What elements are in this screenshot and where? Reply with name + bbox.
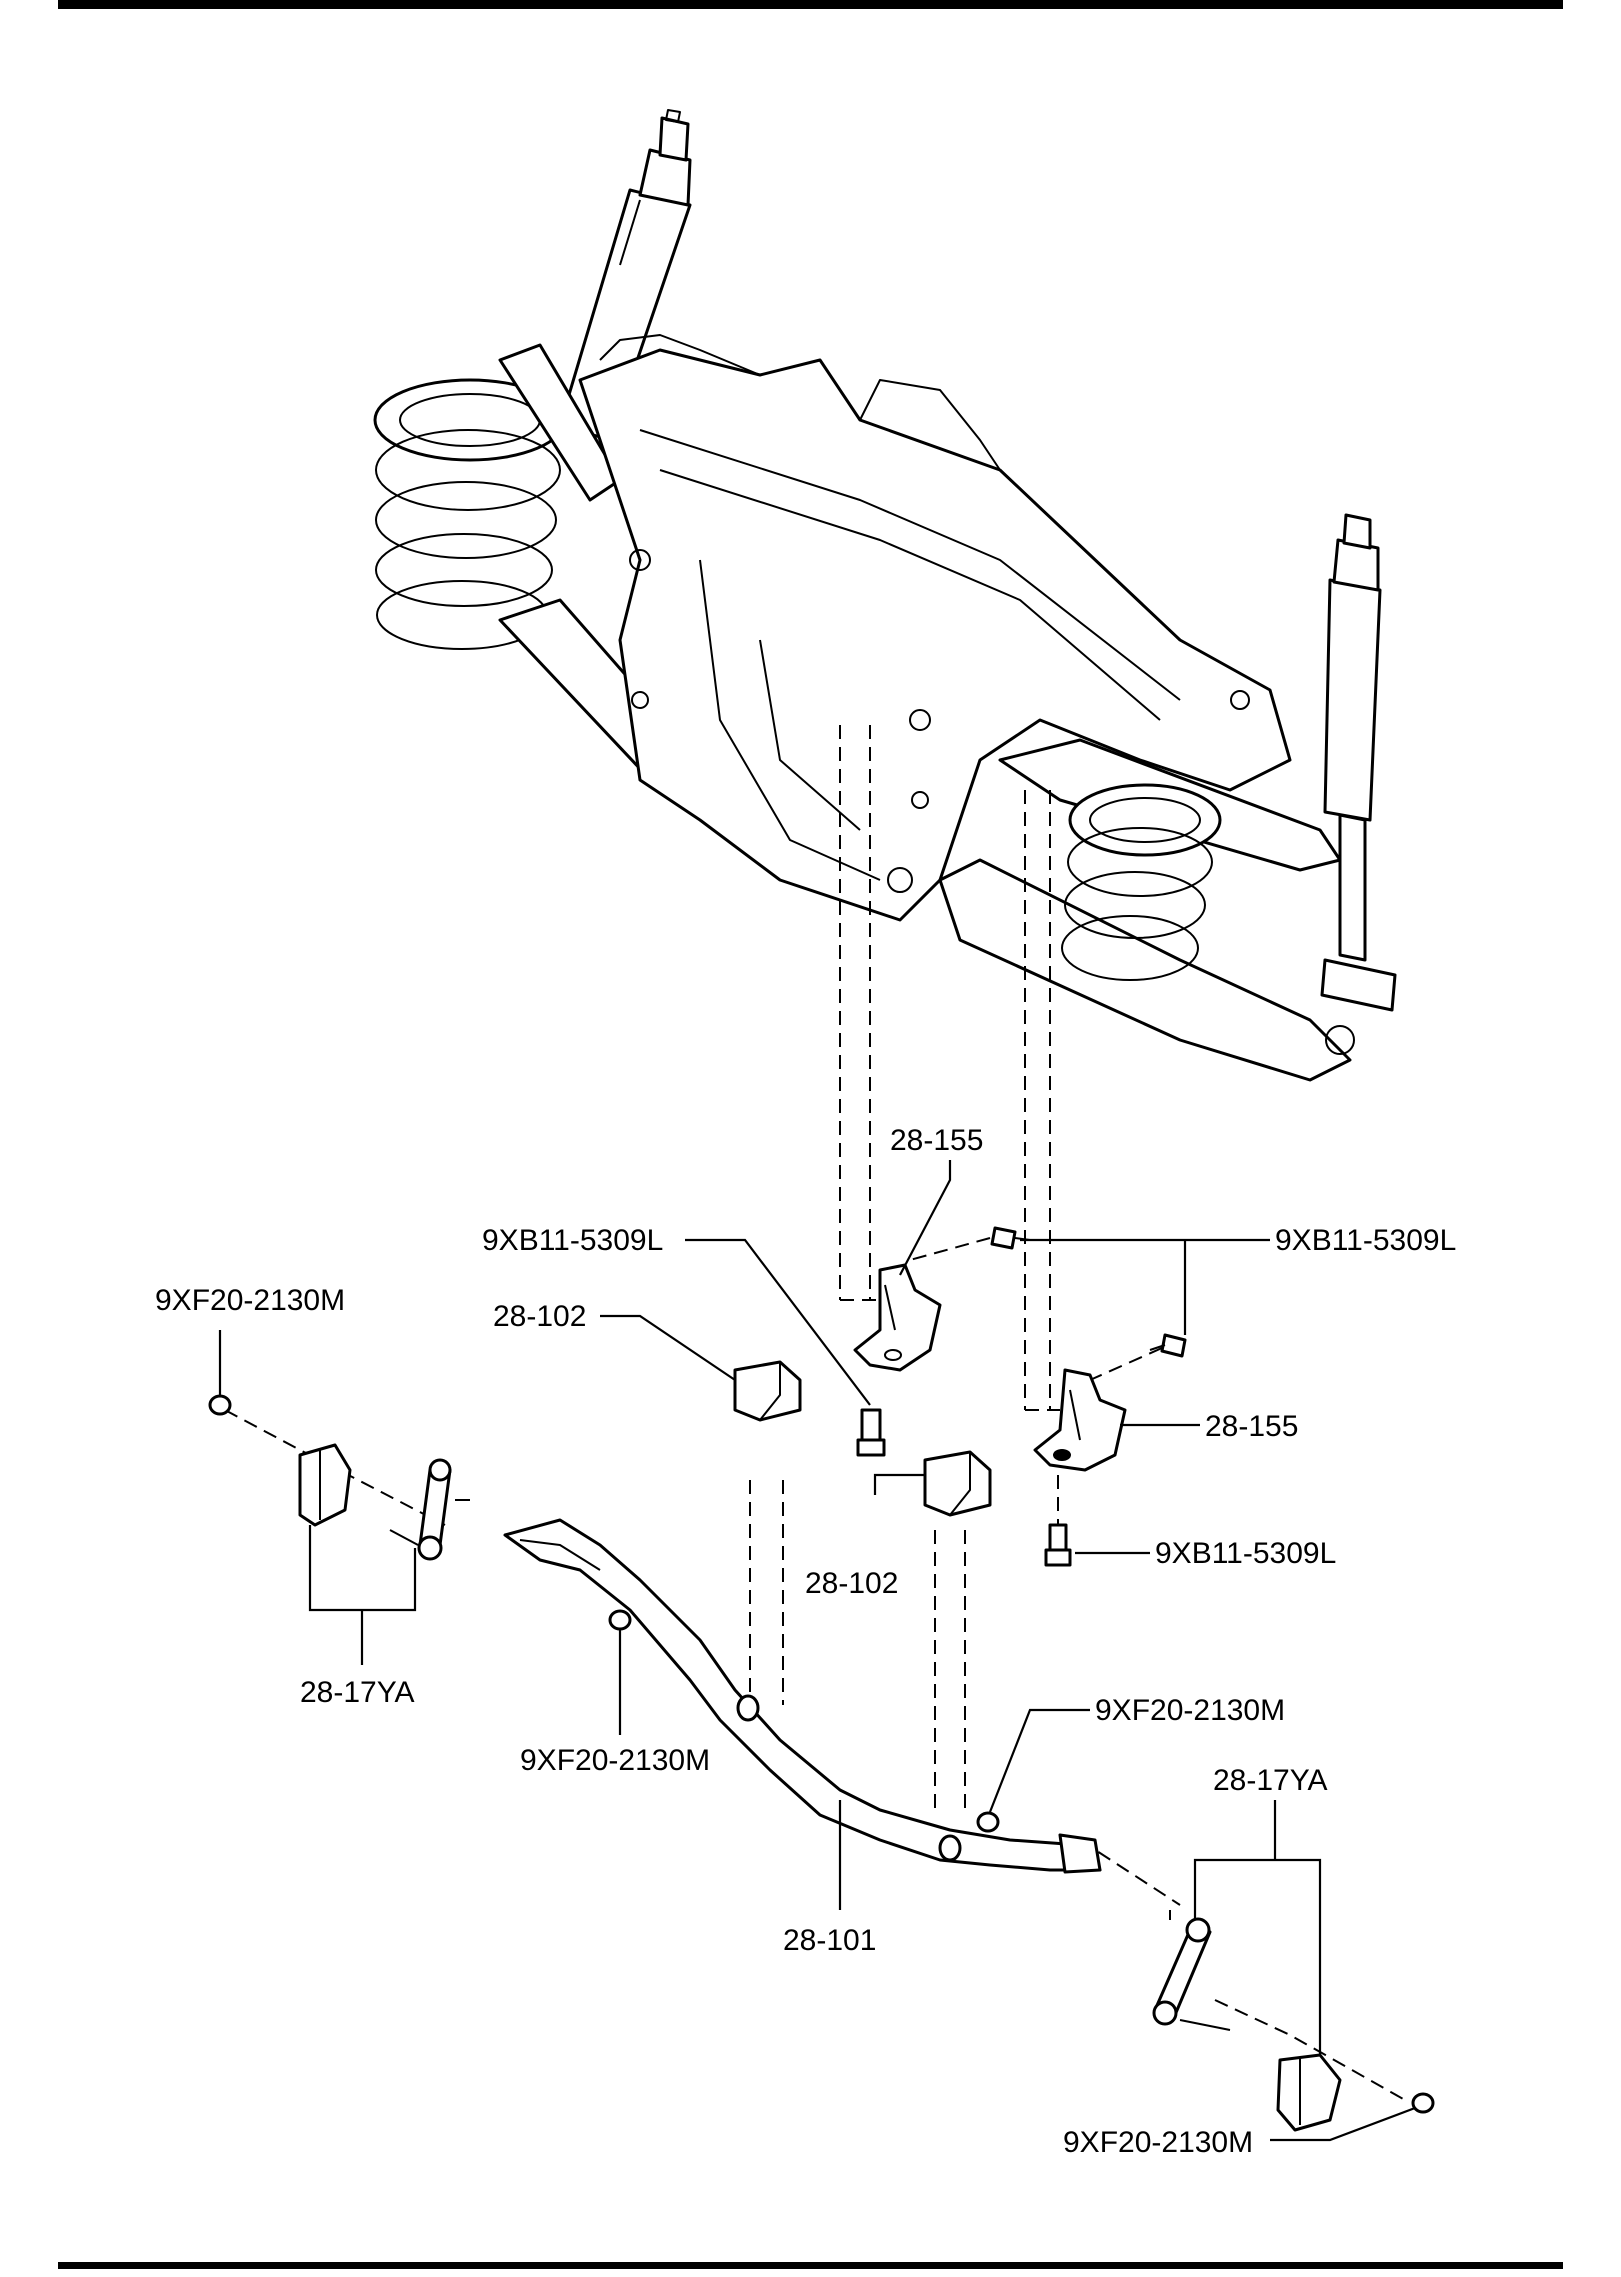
bolt-right-lower [1044,1523,1072,1567]
label-bolt-upper-right: 9XB11-5309L [1275,1224,1456,1257]
label-bracket-upper: 28-155 [890,1124,983,1157]
nut-bar-right [976,1811,1000,1833]
nut-bottom-right [1411,2092,1435,2114]
right-coil-spring [1061,783,1222,981]
label-bushing-upper: 28-102 [493,1300,586,1333]
label-bolt-lower-right: 9XB11-5309L [1155,1537,1336,1570]
right-lower-arm [938,858,1352,1082]
label-link-left: 28-17YA [300,1676,415,1709]
top-border [58,0,1563,9]
leader-lines [218,1160,1416,2142]
nut-top-left [208,1394,232,1416]
left-coil-spring [373,378,567,650]
callout-labels: 28-155 9XB11-5309L 9XB11-5309L 9XF20-213… [155,1124,1456,2159]
label-nut-bar-left: 9XF20-2130M [520,1744,710,1777]
bolt-left-lower [856,1408,886,1457]
lower-bracket [1033,1368,1127,1472]
upper-bracket [853,1263,942,1372]
label-nut-bottom-right: 9XF20-2130M [1063,2126,1253,2159]
label-bracket-lower: 28-155 [1205,1410,1298,1443]
bottom-border [58,2262,1563,2269]
right-shock-absorber [1320,513,1397,1055]
assembly-lines [224,725,1406,2101]
label-bushing-lower: 28-102 [805,1567,898,1600]
bolt-right-upper [1149,1333,1187,1358]
bushing-upper [733,1360,802,1422]
rear-crossmember-assembly [373,109,1397,1082]
crossmember-body [578,348,1292,922]
left-stabilizer-link [298,1443,470,1561]
bushing-lower [923,1450,992,1517]
label-bolt-upper-left: 9XB11-5309L [482,1224,663,1257]
stabilizer-bar [503,1518,1102,1874]
right-stabilizer-link [1152,1910,1342,2132]
label-link-right: 28-17YA [1213,1764,1328,1797]
label-stabilizer-bar: 28-101 [783,1924,876,1957]
label-nut-top-left: 9XF20-2130M [155,1284,345,1317]
nut-bar-left [608,1609,632,1631]
label-nut-bar-right: 9XF20-2130M [1095,1694,1285,1727]
